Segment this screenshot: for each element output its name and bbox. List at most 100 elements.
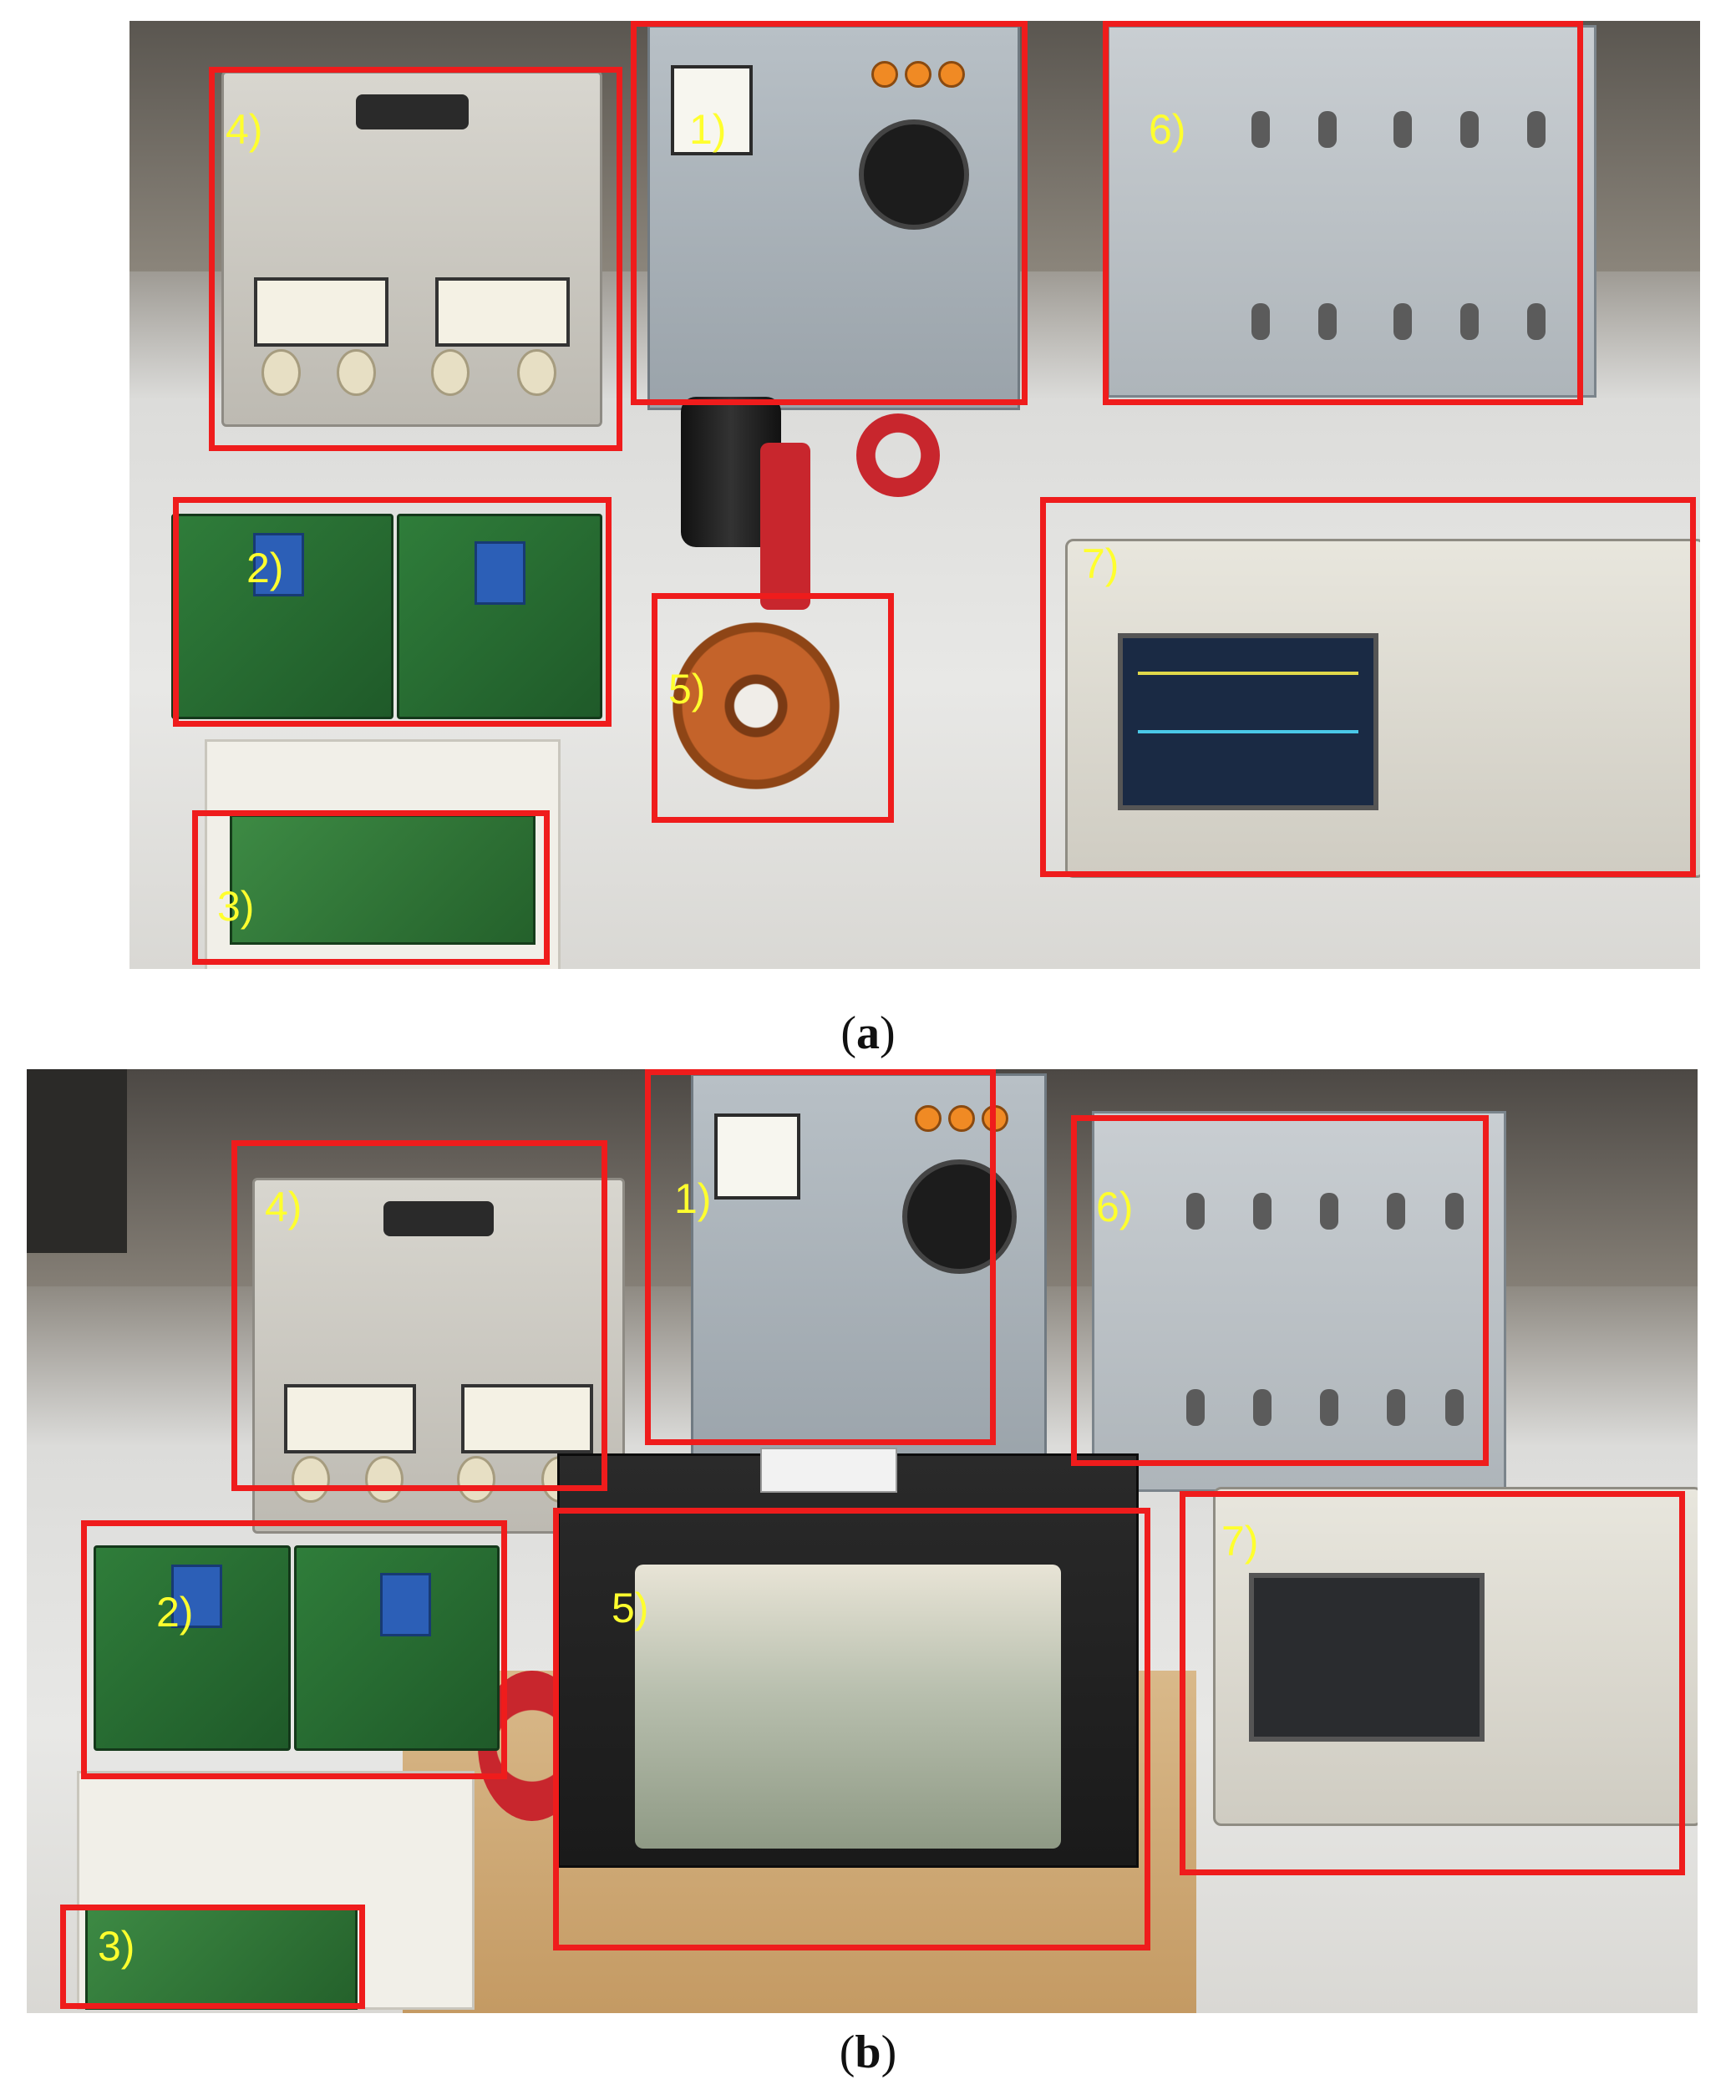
region-label-2: 2): [156, 1589, 194, 1636]
terminal-block: [760, 1448, 897, 1493]
resistance-switch: [1527, 111, 1546, 148]
resistance-switch: [1527, 303, 1546, 340]
supply-handle: [355, 94, 469, 130]
resistance-switch: [1251, 303, 1270, 340]
supply-knob: [430, 349, 470, 397]
panel-lamp: [948, 1105, 975, 1132]
region-box-4: [231, 1140, 607, 1491]
region-box-5: [652, 593, 894, 823]
waveform-trace: [1138, 730, 1358, 760]
resistance-switch: [1253, 1389, 1272, 1426]
region-box-7: [1040, 497, 1696, 877]
photo-panel-a: 1) 2) 3) 4) 5) 6) 7): [129, 21, 1700, 969]
region-label-6: 6): [1149, 106, 1186, 153]
resistance-switch: [1320, 1193, 1338, 1230]
current-probe: [760, 443, 810, 610]
oscilloscope-screen: [1118, 633, 1378, 810]
resistance-switch: [1186, 1389, 1205, 1426]
resistance-switch: [1320, 1389, 1338, 1426]
supply-knob: [457, 1456, 495, 1504]
region-box-2: [173, 497, 612, 727]
region-label-7: 7): [1221, 1518, 1259, 1565]
panel-lamp: [938, 61, 965, 88]
supply-knob: [261, 349, 301, 397]
region-label-3: 3): [217, 883, 255, 930]
region-label-4: 4): [226, 106, 263, 153]
supply-knob: [365, 1456, 404, 1504]
board-component: [253, 533, 304, 596]
region-label-3: 3): [98, 1923, 135, 1970]
region-box-1: [631, 21, 1028, 405]
supply-knob: [292, 1456, 330, 1504]
resistance-switch: [1318, 111, 1337, 148]
resistance-switch: [1445, 1389, 1464, 1426]
resistance-switch: [1393, 111, 1412, 148]
caption-a: (a): [840, 1007, 896, 1059]
resistance-switch: [1186, 1193, 1205, 1230]
supply-handle: [383, 1201, 494, 1237]
resistance-switch: [1251, 111, 1270, 148]
resistance-switch: [1387, 1193, 1405, 1230]
panel-lamp: [905, 61, 931, 88]
current-clamp: [856, 413, 940, 497]
driver-board: [397, 514, 602, 719]
supply-knob: [517, 349, 556, 397]
driver-board: [171, 514, 393, 719]
waveform-trace: [1138, 672, 1358, 702]
region-label-2: 2): [246, 545, 284, 591]
variable-resistance-box: [1092, 1111, 1506, 1492]
region-label-5: 5): [668, 666, 706, 713]
resistance-switch: [1393, 303, 1412, 340]
oscilloscope-screen: [1249, 1573, 1485, 1742]
supply-meter-left: [254, 276, 388, 347]
region-label-4: 4): [265, 1184, 302, 1230]
lab-panel-edge: [27, 1069, 127, 1253]
transformer: [557, 1448, 1139, 1868]
resistance-switch: [1318, 303, 1337, 340]
panel-meter: [714, 1113, 800, 1200]
region-box-4: [209, 67, 622, 451]
board-component: [380, 1573, 431, 1636]
power-source-panel: [647, 25, 1020, 410]
photo-panel-b: 1) 2) 3) 4) 5) 6) 7): [27, 1069, 1698, 2013]
board-component: [475, 541, 525, 605]
power-source-panel: [691, 1073, 1047, 1479]
panel-lamp: [871, 61, 898, 88]
supply-knob: [337, 349, 376, 397]
region-label-1: 1): [674, 1175, 712, 1222]
region-label-1: 1): [689, 106, 727, 153]
region-box-6: [1071, 1115, 1489, 1466]
board-component: [171, 1565, 222, 1628]
panel-dial: [859, 119, 969, 230]
region-box-5: [553, 1508, 1150, 1950]
region-box-3: [60, 1905, 365, 2009]
resistance-switch: [1253, 1193, 1272, 1230]
panel-meter: [671, 65, 753, 155]
panel-dial: [902, 1159, 1017, 1274]
resistance-switch: [1460, 303, 1479, 340]
driver-board: [94, 1545, 291, 1751]
resistance-switch: [1460, 111, 1479, 148]
caption-b: (b): [839, 2026, 897, 2078]
supply-meter-right: [435, 276, 570, 347]
region-box-2: [81, 1520, 507, 1779]
region-label-7: 7): [1082, 540, 1119, 587]
resistance-switch: [1445, 1193, 1464, 1230]
region-box-6: [1103, 21, 1583, 405]
dc-power-supply: [221, 71, 602, 427]
region-box-1: [645, 1069, 996, 1445]
variable-resistance-box: [1107, 25, 1596, 398]
toroidal-inductor: [673, 622, 840, 789]
supply-meter-left: [284, 1383, 416, 1454]
region-label-6: 6): [1096, 1184, 1134, 1230]
resistance-switch: [1387, 1389, 1405, 1426]
panel-lamp: [915, 1105, 942, 1132]
region-box-7: [1180, 1491, 1685, 1875]
transformer-coil: [635, 1565, 1061, 1849]
driver-board: [294, 1545, 500, 1751]
oscilloscope: [1213, 1487, 1698, 1826]
region-box-3: [192, 810, 550, 965]
supply-meter-right: [461, 1383, 593, 1454]
region-label-5: 5): [612, 1585, 649, 1631]
oscilloscope: [1065, 539, 1700, 878]
